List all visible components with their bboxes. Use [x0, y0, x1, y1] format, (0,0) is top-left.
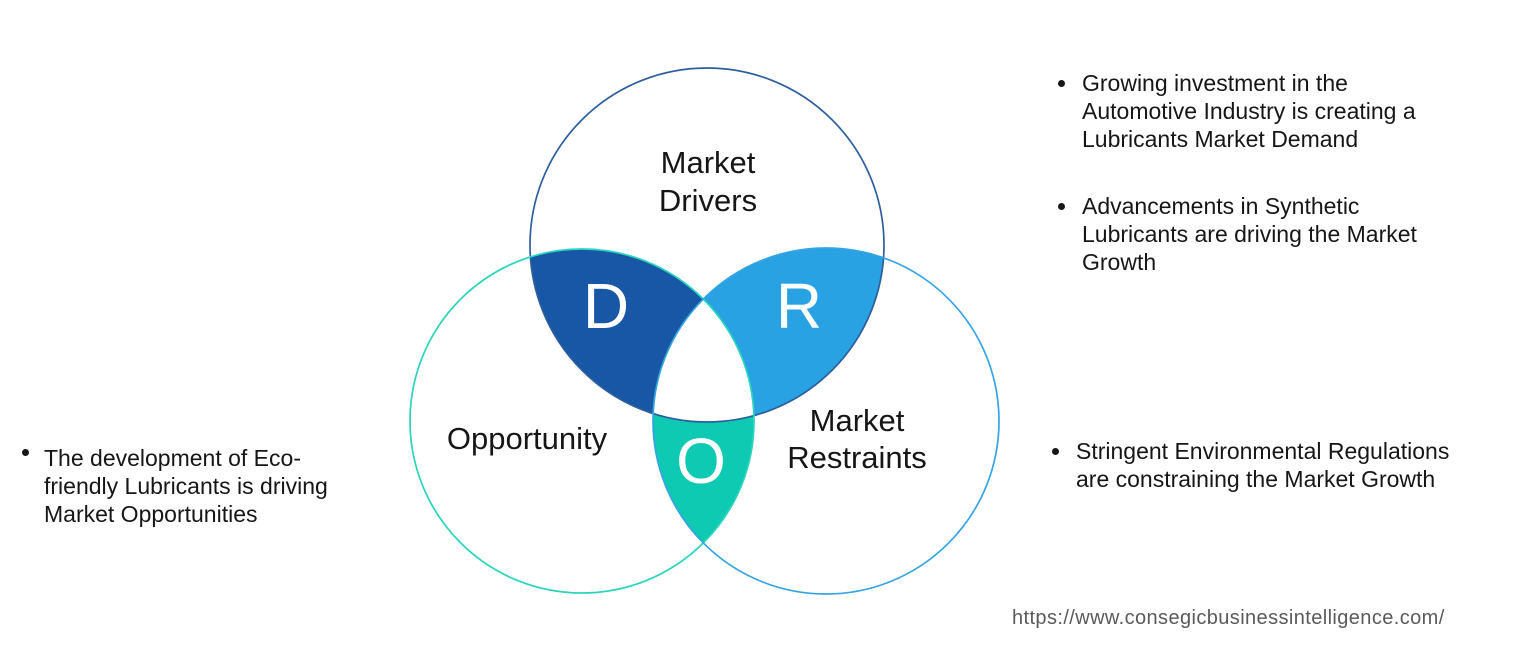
bullet-dot [22, 449, 29, 456]
restraint-note-item: Stringent Environmental Regulations are … [1052, 437, 1449, 493]
bullet-dot [1058, 203, 1065, 210]
driver-note-text-2: Advancements in Synthetic Lubricants are… [1082, 193, 1417, 275]
opportunity-note-item: The development of Eco- friendly Lubrica… [22, 444, 328, 528]
opportunity-note-text: The development of Eco- friendly Lubrica… [44, 445, 328, 527]
opportunity-lens-letter: O [676, 425, 726, 497]
bullet-dot [1058, 80, 1065, 87]
opportunity-label: Opportunity [446, 421, 608, 456]
driver-note-item-1: Growing investment in the Automotive Ind… [1058, 69, 1416, 153]
drivers-label: Market Drivers [658, 145, 758, 218]
restraints-circle [652, 247, 1000, 595]
restraints-lens-letter: R [775, 270, 823, 342]
restraint-note-text: Stringent Environmental Regulations are … [1076, 438, 1450, 492]
driver-note-text-1: Growing investment in the Automotive Ind… [1082, 70, 1416, 152]
driver-note-item-2: Advancements in Synthetic Lubricants are… [1058, 192, 1417, 276]
drivers-lens-letter: D [582, 270, 630, 342]
opportunity-circle [409, 248, 755, 594]
drivers-circle [529, 67, 885, 423]
source-url: https://www.consegicbusinessintelligence… [1012, 607, 1445, 629]
bullet-dot [1052, 448, 1059, 455]
restraints-label: Market Restraints [787, 403, 927, 475]
